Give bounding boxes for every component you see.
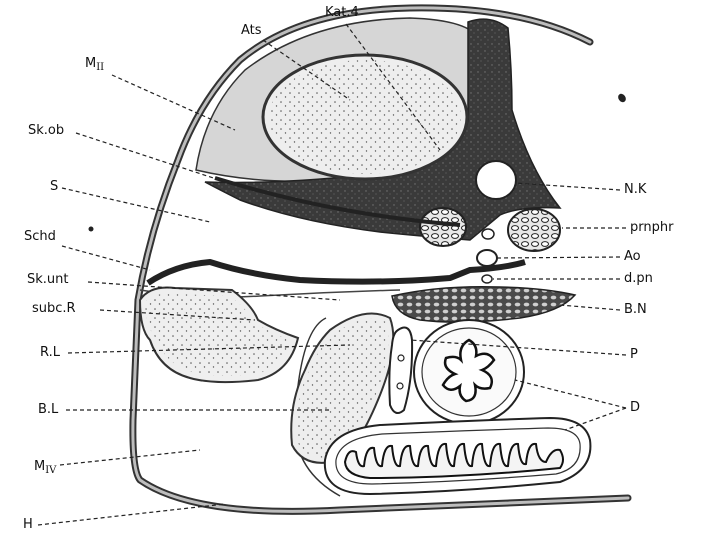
leader-m4 xyxy=(60,450,200,465)
label-subc-r: subc.R xyxy=(32,302,76,315)
label-m2: MII xyxy=(85,57,104,70)
label-b-n: B.N xyxy=(624,303,647,316)
label-sk-ob: Sk.ob xyxy=(28,124,64,137)
dot-mark-right xyxy=(617,92,628,103)
label-d: D xyxy=(630,401,640,414)
label-b-l: B.L xyxy=(38,403,58,416)
label-m2-sub: II xyxy=(96,62,104,73)
leader-s xyxy=(62,188,210,222)
leader-d-1 xyxy=(515,380,626,408)
leader-bn xyxy=(560,305,620,310)
dot-mark-left xyxy=(89,227,94,232)
leader-schd xyxy=(62,246,150,270)
label-r-l: R.L xyxy=(40,346,60,359)
label-p: P xyxy=(630,348,638,361)
label-d-pn: d.pn xyxy=(624,272,653,285)
label-n-k: N.K xyxy=(624,183,646,196)
label-ats: Ats xyxy=(241,24,262,37)
label-h: H xyxy=(23,518,33,531)
label-kat4: Kat.4 xyxy=(325,6,359,19)
nerve-band-bn xyxy=(392,287,575,322)
label-m4-main: M xyxy=(34,459,45,474)
leader-h xyxy=(38,504,225,525)
label-prnphr: prnphr xyxy=(630,221,673,234)
pronephros-left xyxy=(420,208,466,246)
label-s: S xyxy=(50,180,58,193)
label-m4-sub: IV xyxy=(45,465,56,476)
label-sk-unt: Sk.unt xyxy=(27,273,69,286)
skeleton-lower-bar xyxy=(148,262,525,283)
label-m2-main: M xyxy=(85,56,96,71)
notochord-nk xyxy=(476,161,516,199)
organ-p xyxy=(389,328,412,414)
leader-ao xyxy=(497,257,620,258)
aorta xyxy=(477,250,497,266)
duct-pn xyxy=(482,275,492,283)
label-ao: Ao xyxy=(624,250,641,263)
label-m4: MIV xyxy=(34,460,56,473)
pronephros-right xyxy=(508,209,560,251)
label-schd: Schd xyxy=(24,230,56,243)
